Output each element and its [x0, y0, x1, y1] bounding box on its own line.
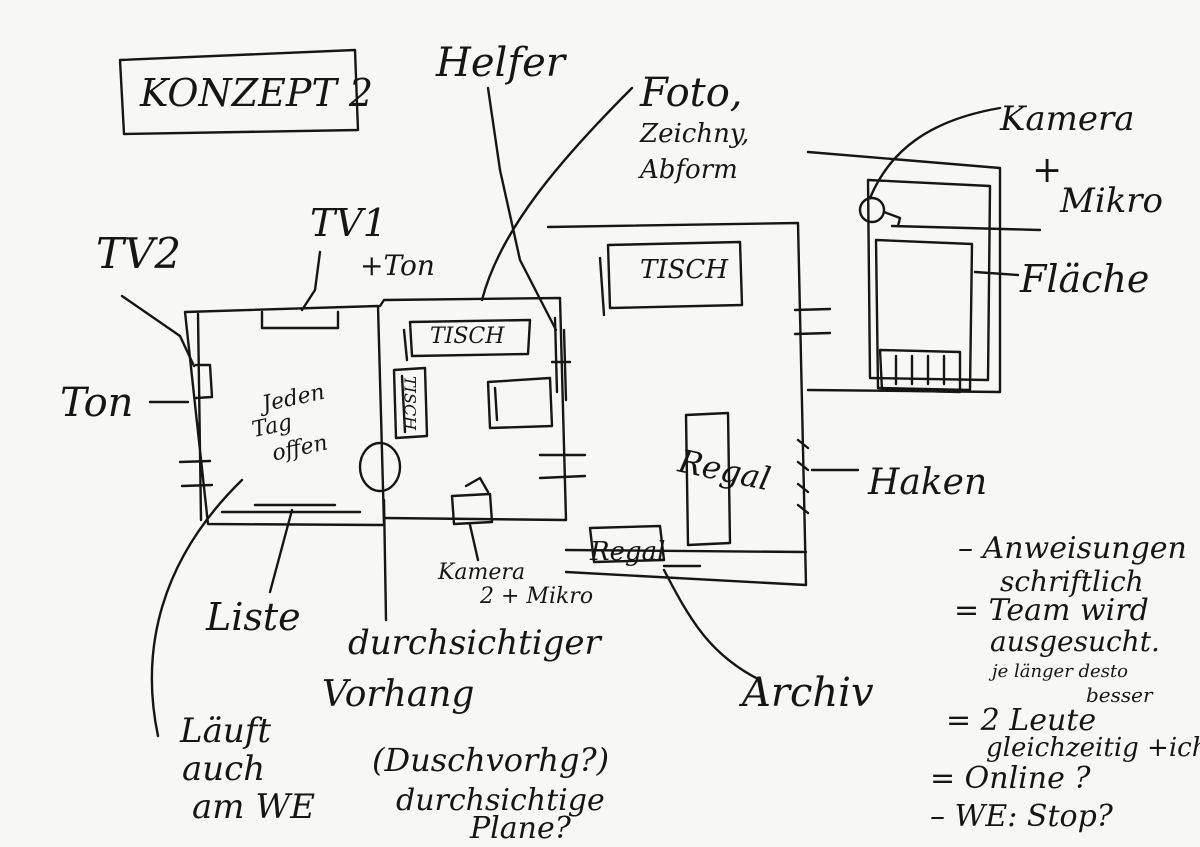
note-line: schriftlich — [1000, 565, 1144, 598]
studio-surface — [874, 238, 974, 392]
tv2-marker — [194, 363, 214, 400]
label-tv2: TV2 — [96, 229, 182, 278]
label-am-we: am WE — [192, 787, 316, 827]
label-kamera-plus: + — [1032, 150, 1063, 191]
tisch-1-frame — [402, 318, 532, 362]
label-kamera-1: Kamera — [1000, 99, 1135, 139]
label-durchsichtiger: durchsichtiger — [348, 623, 601, 663]
note-line: = Team wird — [954, 593, 1149, 628]
leader-archiv — [662, 568, 762, 682]
label-abform: Abform — [640, 155, 738, 185]
label-tv1: TV1 — [310, 201, 387, 245]
leader-kamera — [868, 106, 1002, 200]
leader-liste — [268, 508, 294, 594]
leader-flaeche — [973, 270, 1020, 277]
label-kamera-2: Kamera — [438, 560, 526, 585]
leader-kamera-2 — [468, 523, 480, 562]
studio-camera-lens — [882, 210, 902, 228]
leader-laeuft — [150, 478, 244, 738]
note-line: gleichzeitig +ich — [986, 733, 1200, 763]
studio-inner-frame — [866, 178, 992, 382]
label-liste: Liste — [206, 595, 301, 639]
label-helfer: Helfer — [436, 40, 565, 86]
label-flaeche: Fläche — [1020, 257, 1150, 301]
label-mikro-1: Mikro — [1060, 181, 1164, 221]
middle-room-outline — [378, 296, 568, 522]
label-duschvorhang: (Duschvorhg?) — [372, 741, 610, 779]
hooks — [796, 438, 810, 515]
title-frame — [118, 48, 360, 136]
studio-steps — [878, 348, 962, 394]
leader-helfer — [486, 86, 558, 332]
note-line: – WE: Stop? — [930, 799, 1113, 834]
studio-camera — [858, 196, 886, 224]
note-line: = 2 Leute — [946, 703, 1097, 738]
curtain-lamp — [358, 441, 402, 493]
leader-tv2 — [120, 294, 196, 368]
label-auch: auch — [182, 749, 266, 789]
note-line: – Anweisungen — [958, 531, 1187, 566]
label-haken: Haken — [868, 462, 988, 503]
door-middle — [538, 453, 587, 480]
label-foto: Foto, — [640, 70, 743, 116]
leader-foto — [480, 86, 634, 302]
label-tisch-1: TISCH — [430, 324, 505, 349]
label-tv1-ton: +Ton — [360, 249, 435, 282]
page-title: KONZEPT 2 — [140, 71, 374, 115]
label-tisch-2: TISCH — [400, 376, 420, 431]
curtain-line — [382, 498, 388, 622]
regal-2-frame — [588, 524, 666, 564]
label-zeichnung: Zeichny, — [640, 119, 750, 149]
label-plane: Plane? — [470, 811, 571, 846]
label-laeuft: Läuft — [180, 711, 271, 751]
label-tisch-3: TISCH — [640, 255, 728, 285]
label-ton: Ton — [60, 380, 134, 426]
leader-mikro — [890, 224, 1042, 232]
regal-1-frame — [684, 411, 732, 547]
camera-2-body — [450, 476, 494, 526]
label-durchsichtige: durchsichtige — [396, 783, 605, 818]
note-line: ausgesucht. — [990, 625, 1160, 658]
label-mikro-2: 2 + Mikro — [480, 584, 594, 609]
label-regal-2: Regal — [590, 537, 666, 567]
label-archiv: Archiv — [742, 670, 874, 716]
label-vorhang: Vorhang — [322, 674, 475, 715]
right-room-outline — [546, 221, 808, 587]
tisch-vertical-frame — [392, 366, 429, 440]
door-right — [793, 307, 832, 336]
note-line: je länger desto — [992, 661, 1129, 682]
note-line: = Online ? — [930, 761, 1091, 796]
note-line: besser — [1086, 683, 1153, 707]
tv1-marker — [260, 310, 340, 330]
door-left — [178, 459, 214, 488]
tisch-3-frame — [598, 240, 744, 317]
leader-tv1 — [300, 250, 322, 312]
table-right-frame — [486, 376, 554, 430]
